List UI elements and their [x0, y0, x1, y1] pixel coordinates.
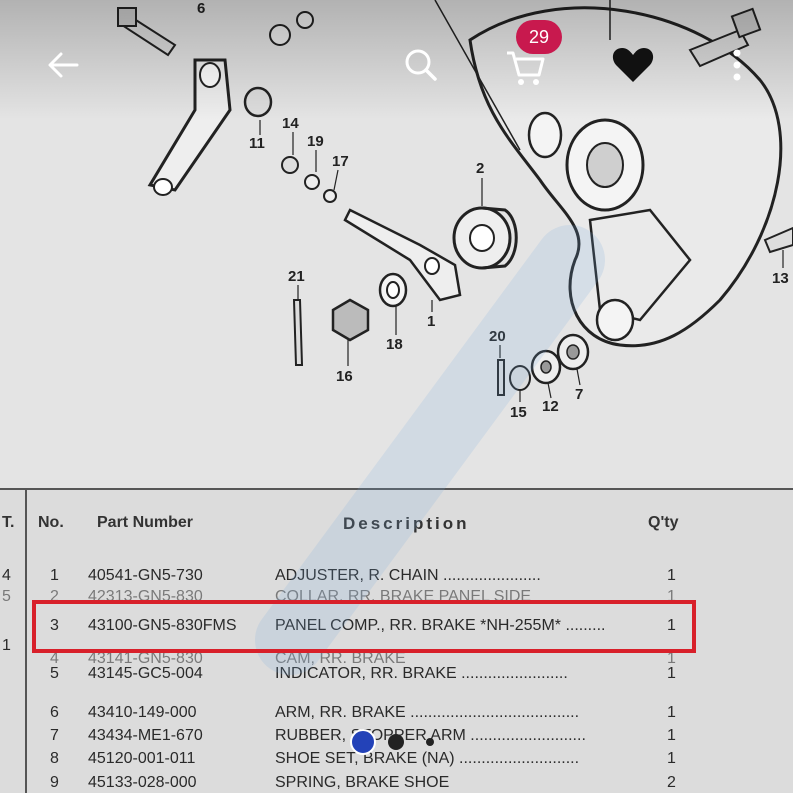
callout-label: 11 [249, 135, 265, 152]
row-qty: 1 [667, 617, 676, 634]
row-qty: 1 [667, 704, 676, 721]
row-number: 8 [50, 750, 59, 767]
callout-label: 17 [332, 153, 349, 170]
header-part-number: Part Number [97, 514, 194, 531]
table-row: 5 2 42313-GN5-830 COLLAR, RR. BRAKE PANE… [0, 588, 793, 605]
image-carousel-indicator[interactable] [348, 729, 448, 755]
table-row: 5 43145-GC5-004 INDICATOR, RR. BRAKE ...… [0, 665, 793, 687]
heart-icon [612, 48, 654, 82]
callout-label: 1 [427, 313, 436, 330]
row-description: SHOE SET, BRAKE (NA) ...................… [275, 750, 580, 767]
row-ref: 4 [2, 567, 11, 584]
row-ref: 1 [2, 637, 11, 654]
row-qty: 1 [667, 727, 676, 744]
row-number: 7 [50, 727, 59, 744]
callout-label: 7 [575, 386, 584, 403]
header-description: Description [343, 514, 470, 533]
callout-label: 6 [197, 0, 205, 17]
row-number: 1 [50, 567, 59, 584]
cart-count-badge: 29 [516, 20, 562, 54]
callout-label: 18 [386, 336, 403, 353]
row-qty: 1 [667, 650, 676, 667]
row-description: ADJUSTER, R. CHAIN .....................… [275, 567, 541, 584]
carousel-dot[interactable] [426, 738, 434, 746]
row-part-number: 43434-ME1-670 [88, 727, 203, 744]
back-button[interactable] [38, 40, 88, 90]
row-description: CAM, RR. BRAKE [275, 650, 406, 667]
row-number: 9 [50, 774, 59, 791]
more-options-button[interactable] [712, 40, 762, 90]
table-left-divider [25, 488, 27, 793]
search-icon [405, 49, 437, 81]
row-description: INDICATOR, RR. BRAKE ...................… [275, 665, 568, 682]
row-part-number: 43100-GN5-830FMS [88, 617, 237, 634]
table-top-border [0, 488, 793, 490]
row-number: 2 [50, 588, 59, 605]
callout-label: 13 [772, 270, 789, 287]
carousel-dot-active[interactable] [350, 729, 376, 755]
table-row: 9 45133-028-000 SPRING, BRAKE SHOE 2 [0, 774, 793, 791]
table-row: 4 1 40541-GN5-730 ADJUSTER, R. CHAIN ...… [0, 567, 793, 589]
search-button[interactable] [396, 40, 446, 90]
callout-label: 14 [282, 115, 299, 132]
header-qty: Q'ty [648, 514, 679, 531]
top-app-bar [0, 0, 793, 120]
row-number: 3 [50, 617, 59, 634]
row-part-number: 40541-GN5-730 [88, 567, 203, 584]
row-part-number: 43145-GC5-004 [88, 665, 203, 682]
shopping-cart-icon [507, 51, 545, 85]
table-row: 6 43410-149-000 ARM, RR. BRAKE .........… [0, 704, 793, 726]
more-vertical-icon [733, 49, 741, 81]
callout-label: 2 [476, 160, 485, 177]
row-number: 6 [50, 704, 59, 721]
cart-button[interactable] [500, 42, 550, 92]
callout-label: 21 [288, 268, 305, 285]
row-number: 5 [50, 665, 59, 682]
callout-label: 15 [510, 404, 527, 421]
carousel-dot[interactable] [388, 734, 404, 750]
table-row: 4 43141-GN5-830 CAM, RR. BRAKE 1 [0, 650, 793, 667]
row-ref: 5 [2, 588, 11, 605]
callout-label: 16 [336, 368, 353, 385]
row-part-number: 45120-001-011 [88, 750, 196, 767]
callout-label: 20 [489, 328, 506, 345]
row-description: ARM, RR. BRAKE .........................… [275, 704, 580, 721]
row-part-number: 43410-149-000 [88, 704, 197, 721]
header-left: T. [2, 514, 15, 531]
row-number: 4 [50, 650, 59, 667]
row-qty: 1 [667, 567, 676, 584]
row-qty: 1 [667, 665, 676, 682]
callout-label: 19 [307, 133, 324, 150]
callout-label: 12 [542, 398, 559, 415]
row-qty: 2 [667, 774, 676, 791]
arrow-left-icon [48, 52, 79, 78]
table-row: 8 45120-001-011 SHOE SET, BRAKE (NA) ...… [0, 750, 793, 772]
row-qty: 1 [667, 750, 676, 767]
favorite-button[interactable] [608, 40, 658, 90]
row-part-number: 45133-028-000 [88, 774, 197, 791]
row-qty: 1 [667, 588, 676, 605]
row-description: SPRING, BRAKE SHOE [275, 774, 450, 791]
row-part-number: 43141-GN5-830 [88, 650, 203, 667]
header-no: No. [38, 514, 64, 531]
highlighted-row-box [32, 600, 696, 653]
